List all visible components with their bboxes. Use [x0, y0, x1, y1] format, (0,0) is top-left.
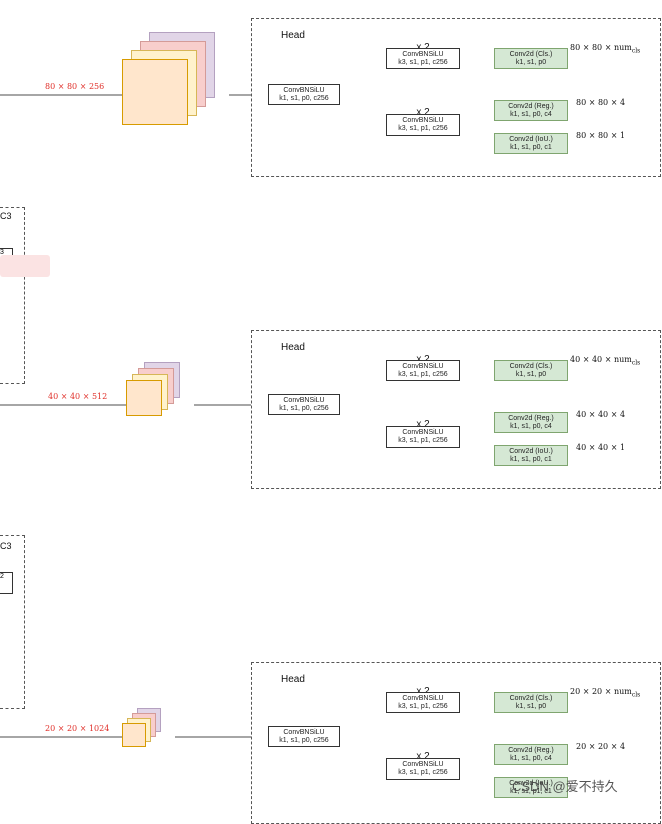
- input-dim-label-1: 80 × 80 × 256: [45, 82, 105, 91]
- conv2d-reg-box-2: Conv2d (Reg.)k1, s1, p0, c4: [494, 412, 568, 433]
- cls-output-sub-2: cls: [631, 359, 641, 367]
- reg-output-label-2: 40 × 40 × 4: [576, 410, 626, 419]
- lower-convbnsilu-1-params: k3, s1, p1, c256: [398, 125, 448, 132]
- stem-convbnsilu-2-title: ConvBNSiLU: [283, 396, 325, 404]
- c3-block-label-2: C3: [0, 541, 12, 551]
- reg-output-label-3: 20 × 20 × 4: [576, 742, 626, 751]
- upper-convbnsilu-2-title: ConvBNSiLU: [402, 362, 444, 370]
- cls-output-text-1: 80 × 80 × num: [570, 43, 632, 52]
- upper-repeat-label-2: x 2: [403, 354, 443, 365]
- conv2d-cls-box-1-params: k1, s1, p0: [515, 58, 547, 66]
- cls-output-sub-1: cls: [631, 47, 641, 55]
- lower-convbnsilu-3-params: k3, s1, p1, c256: [398, 769, 448, 776]
- conv2d-iou-box-3-title: Conv2d (IoU.): [509, 779, 553, 787]
- conv2d-cls-box-2-title: Conv2d (Cls.): [509, 362, 553, 370]
- conv2d-iou-box-2: Conv2d (IoU.)k1, s1, p0, c1: [494, 445, 568, 466]
- conv2d-cls-box-3-title: Conv2d (Cls.): [509, 694, 553, 702]
- upper-convbnsilu-3-params: k3, s1, p1, c256: [398, 702, 448, 710]
- conv2d-reg-box-1-params: k1, s1, p0, c4: [510, 110, 552, 118]
- c3-inner-label-2: 2: [0, 573, 4, 580]
- cls-output-label-3: 20 × 20 × numcls: [570, 687, 640, 699]
- conv2d-reg-box-1-title: Conv2d (Reg.): [508, 102, 554, 110]
- watermark: CSDN @爱不持久: [512, 779, 618, 794]
- upper-repeat-label-3: x 2: [403, 686, 443, 697]
- head-title-3: Head: [281, 674, 305, 685]
- cls-output-sub-3: cls: [631, 691, 641, 699]
- conv2d-reg-box-3-params: k1, s1, p0, c4: [510, 754, 552, 762]
- conv2d-reg-box-2-params: k1, s1, p0, c4: [510, 422, 552, 430]
- conv2d-cls-box-1: Conv2d (Cls.)k1, s1, p0: [494, 48, 568, 69]
- lower-convbnsilu-2-params: k3, s1, p1, c256: [398, 437, 448, 444]
- conv2d-reg-box-1: Conv2d (Reg.)k1, s1, p0, c4: [494, 100, 568, 121]
- conv2d-iou-box-3: Conv2d (IoU.)k1, s1, p1, c1: [494, 777, 568, 798]
- lower-convbnsilu-1-title: ConvBNSiLU: [402, 117, 444, 124]
- conv2d-cls-box-3-params: k1, s1, p0: [515, 702, 547, 710]
- stem-convbnsilu-1-params: k1, s1, p0, c256: [279, 94, 329, 102]
- stem-convbnsilu-1-title: ConvBNSiLU: [283, 86, 325, 94]
- stem-convbnsilu-3-params: k1, s1, p0, c256: [279, 736, 329, 744]
- upper-convbnsilu-3-title: ConvBNSiLU: [402, 694, 444, 702]
- c3-inner-label-1: 3: [0, 249, 4, 256]
- cls-output-label-1: 80 × 80 × numcls: [570, 43, 640, 55]
- feature-map-orange-1: [122, 59, 188, 125]
- feature-map-orange-2: [126, 380, 162, 416]
- c3-block-frame-2: [0, 535, 25, 709]
- conv2d-reg-box-2-title: Conv2d (Reg.): [508, 414, 554, 422]
- stem-convbnsilu-3-title: ConvBNSiLU: [283, 728, 325, 736]
- cls-output-text-2: 40 × 40 × num: [570, 355, 632, 364]
- conv2d-reg-box-3-title: Conv2d (Reg.): [508, 746, 554, 754]
- conv2d-cls-box-1-title: Conv2d (Cls.): [509, 50, 553, 58]
- head-title-1: Head: [281, 30, 305, 41]
- conv2d-iou-box-1-title: Conv2d (IoU.): [509, 135, 553, 143]
- lower-convbnsilu-3-title: ConvBNSiLU: [402, 761, 444, 768]
- conv2d-cls-box-3: Conv2d (Cls.)k1, s1, p0: [494, 692, 568, 713]
- pink-highlight: [0, 255, 50, 277]
- upper-repeat-label-1: x 2: [403, 42, 443, 53]
- conv2d-iou-box-3-params: k1, s1, p1, c1: [510, 787, 552, 795]
- c3-block-frame-1: [0, 207, 25, 384]
- lower-repeat-label-1: x 2: [416, 107, 430, 118]
- conv2d-iou-box-1: Conv2d (IoU.)k1, s1, p0, c1: [494, 133, 568, 154]
- cls-output-text-3: 20 × 20 × num: [570, 687, 632, 696]
- cls-output-label-2: 40 × 40 × numcls: [570, 355, 640, 367]
- reg-output-label-1: 80 × 80 × 4: [576, 98, 626, 107]
- lower-repeat-label-3: x 2: [416, 751, 430, 762]
- input-dim-label-2: 40 × 40 × 512: [48, 392, 108, 401]
- conv2d-cls-box-2: Conv2d (Cls.)k1, s1, p0: [494, 360, 568, 381]
- upper-convbnsilu-2-params: k3, s1, p1, c256: [398, 370, 448, 378]
- conv2d-reg-box-3: Conv2d (Reg.)k1, s1, p0, c4: [494, 744, 568, 765]
- upper-convbnsilu-1-title: ConvBNSiLU: [402, 50, 444, 58]
- upper-convbnsilu-1-params: k3, s1, p1, c256: [398, 58, 448, 66]
- iou-output-label-2: 40 × 40 × 1: [576, 443, 626, 452]
- lower-repeat-label-2: x 2: [416, 419, 430, 430]
- iou-output-label-1: 80 × 80 × 1: [576, 131, 626, 140]
- conv2d-cls-box-2-params: k1, s1, p0: [515, 370, 547, 378]
- stem-convbnsilu-2-params: k1, s1, p0, c256: [279, 404, 329, 412]
- c3-block-label-1: C3: [0, 211, 12, 221]
- input-dim-label-3: 20 × 20 × 1024: [45, 724, 110, 733]
- head-title-2: Head: [281, 342, 305, 353]
- conv2d-iou-box-1-params: k1, s1, p0, c1: [510, 143, 552, 151]
- conv2d-iou-box-2-title: Conv2d (IoU.): [509, 447, 553, 455]
- c3-inner-box-2: 2: [0, 572, 13, 594]
- feature-map-orange-3: [122, 723, 146, 747]
- lower-convbnsilu-2-title: ConvBNSiLU: [402, 429, 444, 436]
- conv2d-iou-box-2-params: k1, s1, p0, c1: [510, 455, 552, 463]
